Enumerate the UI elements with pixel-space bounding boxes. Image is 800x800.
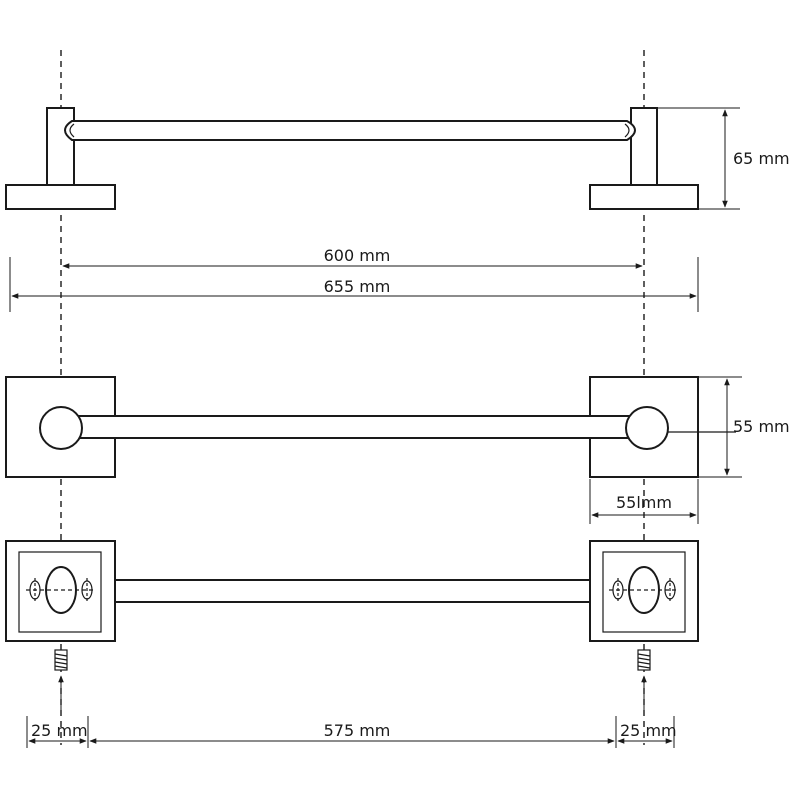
back-left-plate-inner [18,551,102,633]
side-right-post [630,107,658,186]
overall-length-label: 655 mm [324,277,391,296]
left-inset-label: 25 mm [31,721,88,740]
side-rod-inner-line [69,123,75,138]
middle-span-label: 575 mm [324,721,391,740]
side-right-base-plate [589,184,699,210]
hole-spacing-label: 600 mm [324,246,391,265]
front-left-knob [39,406,83,450]
front-view [5,376,736,478]
side-left-post [46,107,75,186]
base-height-label: 55 mm [733,417,790,436]
side-rod [64,120,636,141]
front-right-knob [625,406,669,450]
back-view [5,540,699,712]
back-left-plate-outer [5,540,116,642]
base-height-dimension: 55 mm [698,376,790,478]
back-right-plate-inner [602,551,686,633]
side-rod-inner-line-right [624,123,630,138]
bottom-dimensions: 25 mm 575 mm 25 mm [26,716,677,748]
side-left-base-plate [5,184,116,210]
side-view [5,107,699,210]
base-width-dimension: 55lmm [589,479,699,524]
back-right-plate-outer [589,540,699,642]
left-set-screw-icon [54,649,68,671]
right-inset-label: 25 mm [620,721,677,740]
length-dimensions: 600 mm 655 mm [9,246,699,312]
height-dimension-label: 65 mm [733,149,790,168]
front-rod [59,415,646,439]
right-set-screw-icon [637,649,651,671]
base-width-label: 55lmm [616,493,672,512]
back-rod [111,579,595,603]
height-dimension: 65 mm [657,107,790,210]
